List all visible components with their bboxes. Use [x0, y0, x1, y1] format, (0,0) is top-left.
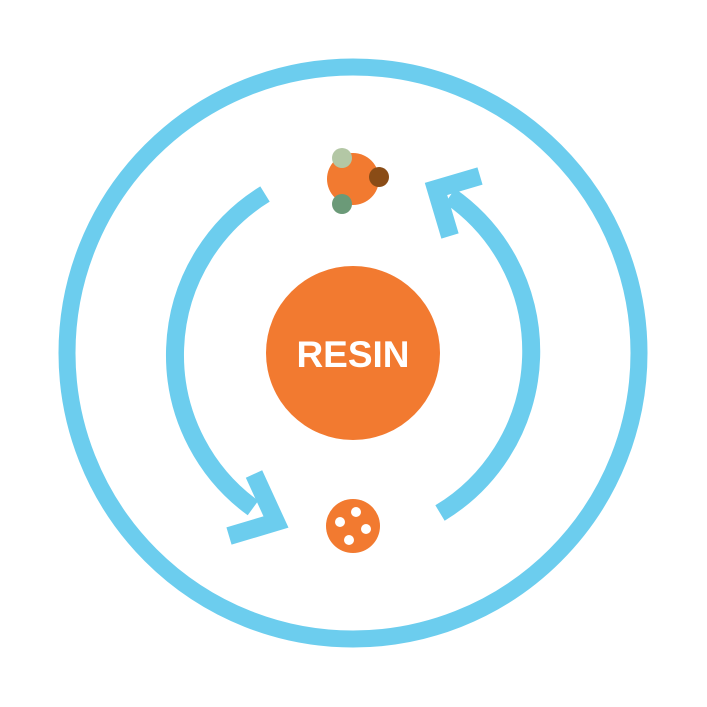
left-arrowhead-icon — [226, 470, 289, 545]
pale-green-bead — [332, 148, 352, 168]
resin-label: RESIN — [296, 334, 409, 375]
right-cycle-arrow — [424, 167, 541, 521]
left-arc — [165, 186, 270, 516]
left-cycle-arrow — [165, 186, 289, 545]
resin-circle — [266, 266, 440, 440]
brown-bead — [369, 167, 389, 187]
bottom-particle-core — [326, 499, 380, 553]
green-bead — [332, 194, 352, 214]
bottom-particle-icon — [326, 499, 380, 553]
top-particle-icon — [327, 148, 389, 214]
white-dot — [361, 524, 371, 534]
right-arrowhead-icon — [424, 167, 483, 239]
white-dot — [335, 517, 345, 527]
white-dot — [351, 507, 361, 517]
outer-ring — [58, 58, 648, 648]
right-arc — [435, 188, 541, 521]
white-dot — [344, 535, 354, 545]
